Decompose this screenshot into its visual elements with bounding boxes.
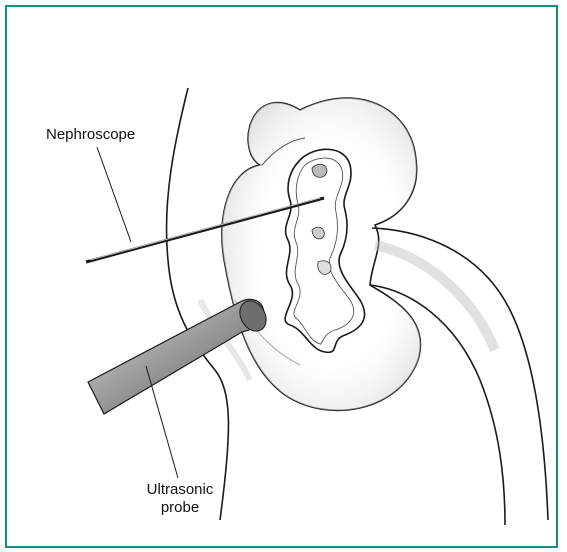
stone <box>312 164 327 177</box>
body-wall-outline <box>166 88 228 520</box>
ultrasonic-probe-label: Ultrasonic probe <box>125 481 235 517</box>
nephroscope-label: Nephroscope <box>46 126 135 144</box>
nephroscope-leader-line <box>97 147 131 242</box>
ultrasonic-label-line1: Ultrasonic <box>125 481 235 499</box>
ultrasonic-label-line2: probe <box>125 499 235 517</box>
ultrasonic-leader-line <box>146 366 178 478</box>
